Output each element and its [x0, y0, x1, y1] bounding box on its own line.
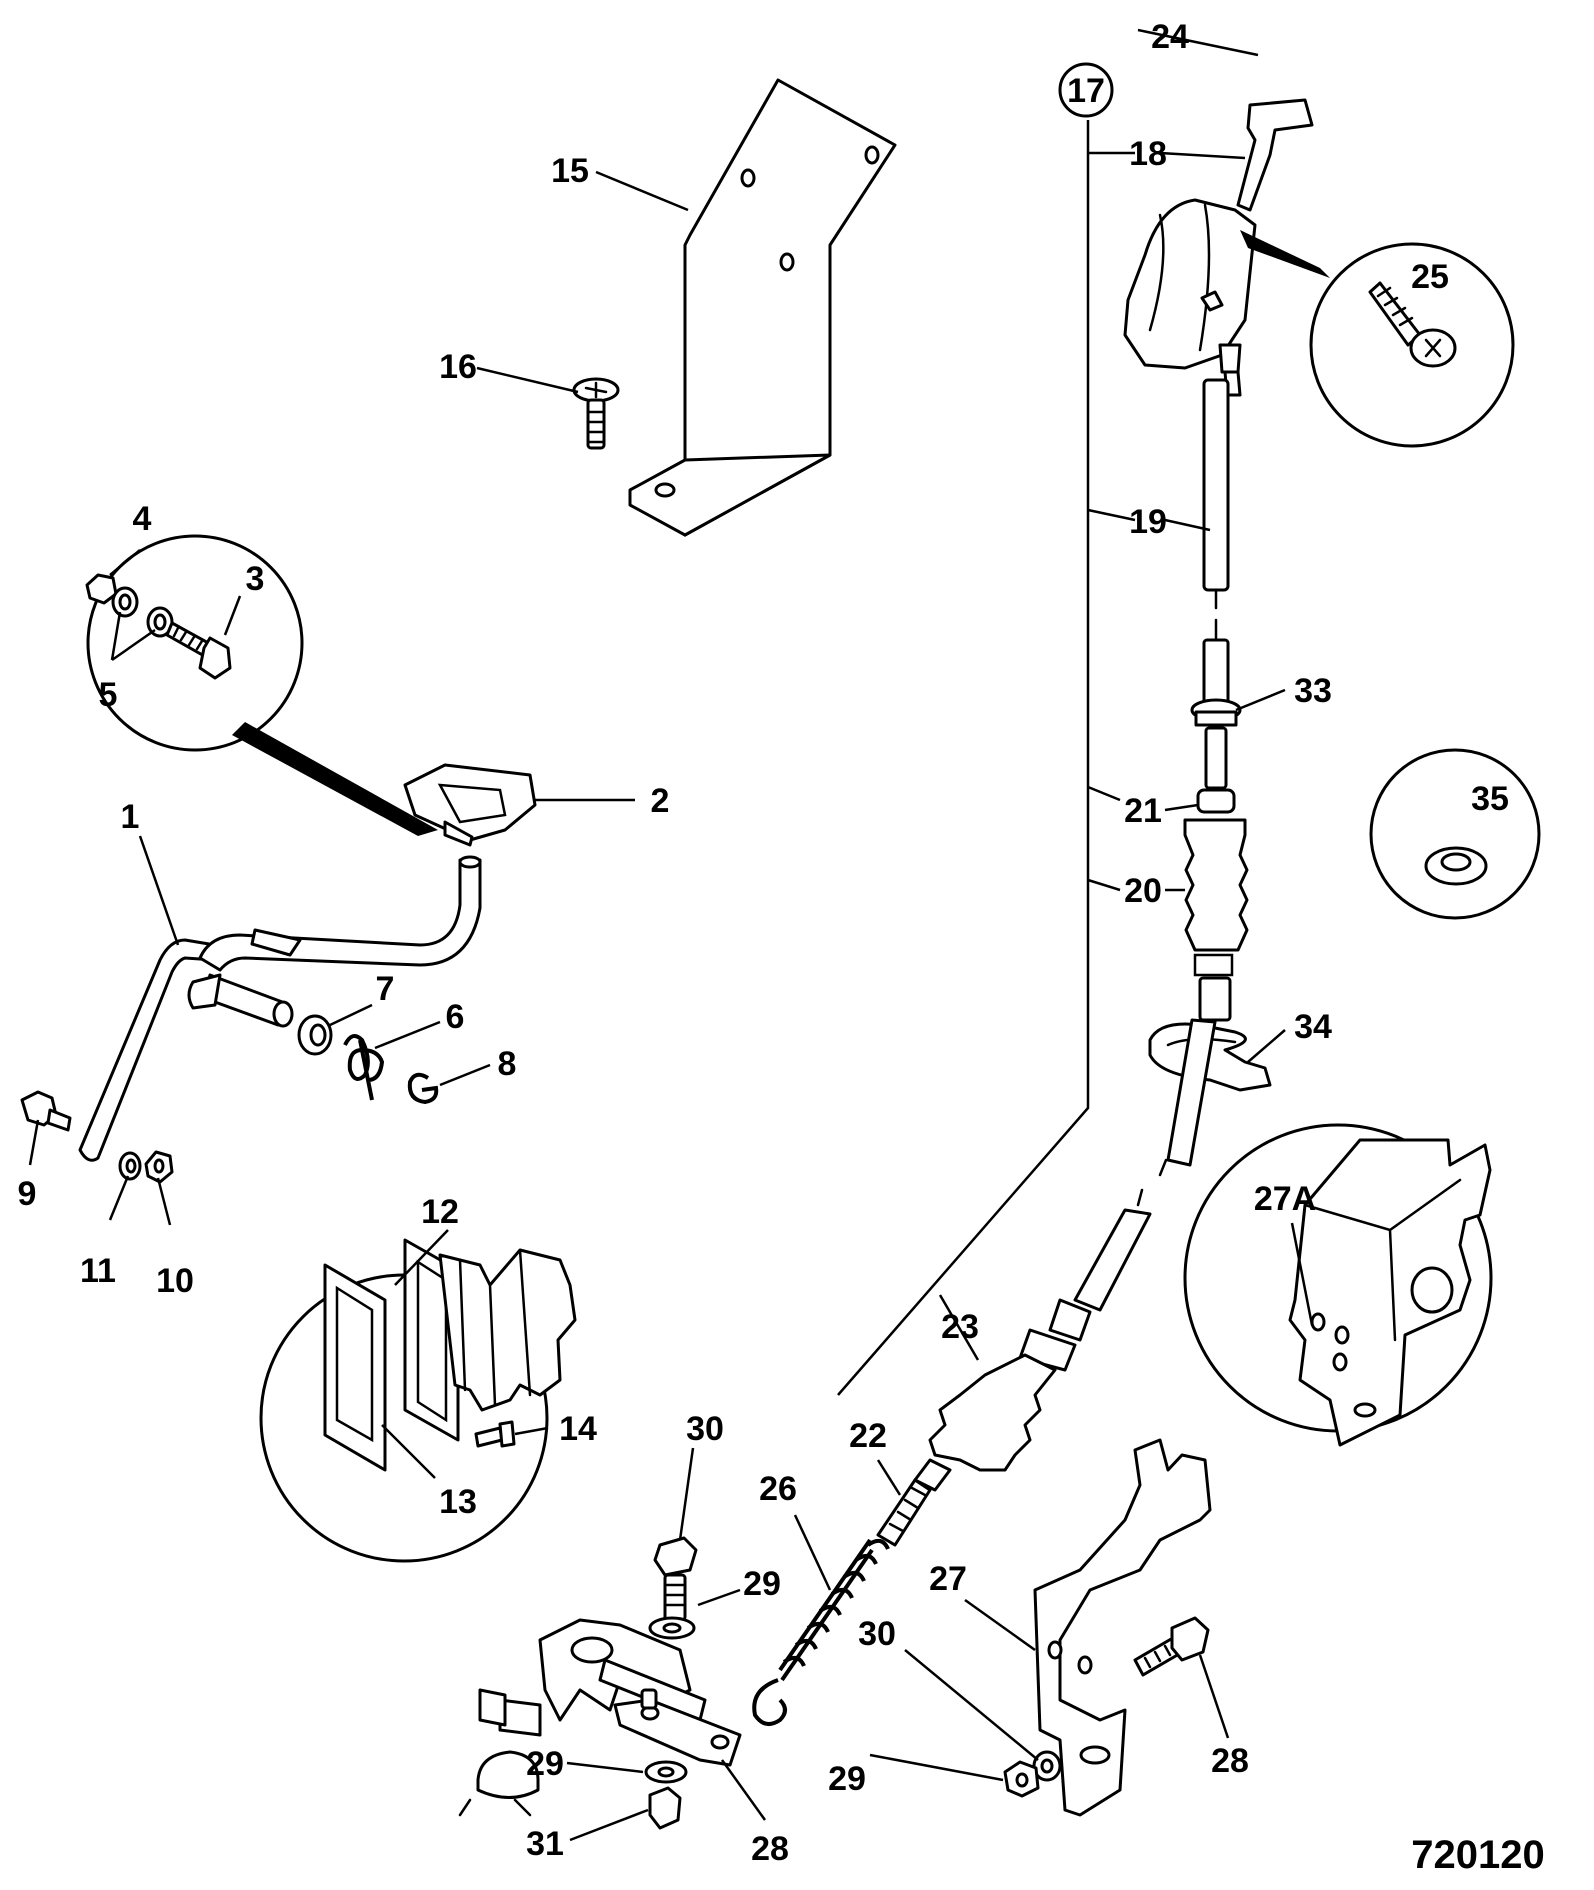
part-22-cable-end	[876, 1353, 1057, 1547]
part-11-washer	[118, 1151, 142, 1181]
callout-29-upper: 29	[743, 1565, 781, 1603]
part-29-nut	[1003, 1760, 1040, 1798]
part-18-control-lever	[1123, 98, 1314, 397]
callout-35: 35	[1471, 780, 1509, 818]
callout-16: 16	[439, 348, 477, 386]
part-20-boot	[1183, 818, 1249, 1022]
part-1-pedal-lever	[78, 855, 482, 1162]
callout-28-bottom: 28	[751, 1830, 789, 1868]
part-33-grommet	[1190, 638, 1242, 727]
callout-labels: 1 2 3 4 5 6 7 8 9 10 11 12 13 14 15 16 1…	[18, 18, 1509, 1868]
callout-6: 6	[446, 998, 465, 1036]
part-16-screw	[572, 377, 620, 450]
callout-4: 4	[133, 500, 152, 538]
callout-19: 19	[1129, 503, 1167, 541]
part-29-washer-lower	[644, 1760, 688, 1784]
callout-20: 20	[1124, 872, 1162, 910]
leader-lines	[28, 28, 1314, 1842]
part-28-bolt	[1133, 1616, 1210, 1677]
detail-circle-grommet	[1369, 748, 1541, 920]
callout-27a: 27A	[1254, 1180, 1316, 1218]
part-9-pin	[20, 1090, 72, 1132]
callout-30-lower: 30	[858, 1615, 896, 1653]
part-26-tension-spring	[752, 1538, 890, 1726]
callout-17: 17	[1067, 72, 1105, 110]
callout-1: 1	[121, 798, 140, 836]
callout-12: 12	[421, 1193, 459, 1231]
part-31-nut	[648, 1786, 682, 1830]
callout-5: 5	[99, 676, 118, 714]
part-21-fitting	[1196, 726, 1236, 814]
callout-24: 24	[1151, 18, 1189, 56]
part-8-clip	[407, 1072, 439, 1105]
callout-33: 33	[1294, 672, 1332, 710]
part-27-bracket	[1033, 1438, 1212, 1817]
callout-29-lower-right: 29	[828, 1760, 866, 1798]
part-23-cable	[1018, 1018, 1217, 1372]
callout-11: 11	[80, 1252, 116, 1290]
callout-17-circle	[1058, 62, 1114, 118]
callout-29-lower-left: 29	[526, 1745, 564, 1783]
part-15-bracket-plate	[628, 78, 897, 537]
callout-31: 31	[526, 1825, 564, 1863]
callout-2: 2	[651, 782, 670, 820]
callout-25: 25	[1411, 258, 1449, 296]
callout-21: 21	[1124, 792, 1162, 830]
callout-15: 15	[551, 152, 589, 190]
detail-circle-bolt	[85, 534, 438, 836]
drawing-number: 720120	[1411, 1833, 1544, 1877]
detail-circle-bracket-27a	[1183, 1123, 1493, 1447]
part-30-washer	[1032, 1750, 1062, 1782]
callout-28-right: 28	[1211, 1742, 1249, 1780]
callout-27: 27	[929, 1560, 967, 1598]
part-7-washer	[297, 1014, 333, 1056]
callout-34: 34	[1294, 1008, 1332, 1046]
callout-10: 10	[156, 1262, 194, 1300]
callout-14: 14	[559, 1410, 597, 1448]
part-29-washer	[648, 1616, 696, 1640]
callout-30-upper: 30	[686, 1410, 724, 1448]
callout-13: 13	[439, 1483, 477, 1521]
callout-9: 9	[18, 1175, 37, 1213]
callout-3: 3	[246, 560, 265, 598]
callout-22: 22	[849, 1417, 887, 1455]
callout-8: 8	[498, 1045, 517, 1083]
detail-circle-screw	[1240, 230, 1515, 448]
callout-7: 7	[376, 970, 395, 1008]
part-10-nut	[144, 1150, 174, 1184]
part-28-linkage-assembly	[458, 1618, 742, 1817]
callout-18: 18	[1129, 135, 1167, 173]
detail-circle-boot	[259, 1238, 577, 1563]
callout-26: 26	[759, 1470, 797, 1508]
part-30-bolt	[653, 1536, 698, 1622]
part-6-torsion-spring	[343, 1034, 385, 1101]
part-19-cable	[1202, 378, 1230, 640]
part-17-assembly-bracket	[837, 120, 1090, 1396]
callout-23: 23	[941, 1308, 979, 1346]
part-2-pedal-pad	[403, 763, 537, 847]
